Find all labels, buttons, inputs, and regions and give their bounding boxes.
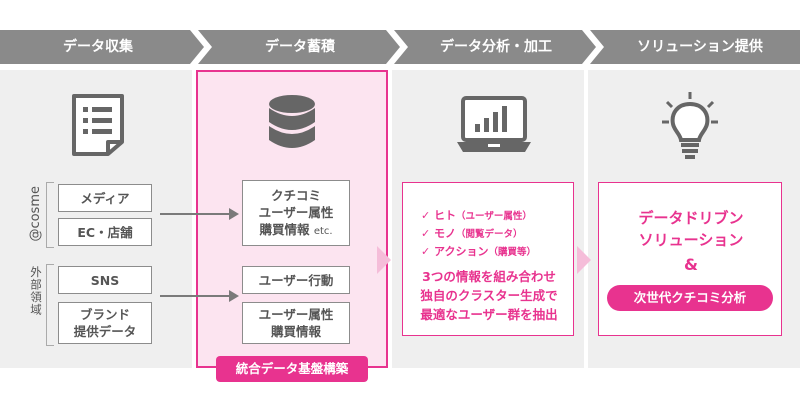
step-chevron-4: [590, 30, 800, 64]
cosme-label: @cosme: [28, 186, 43, 242]
check-action-sub: （購買等）: [488, 247, 537, 258]
solution-box: データドリブン ソリューション & 次世代クチコミ分析: [598, 182, 782, 336]
laptop-chart-icon: [457, 96, 531, 152]
step-label-store: データ蓄積: [265, 39, 335, 55]
document-list-icon: [72, 94, 124, 156]
step-chevron-3: [394, 30, 596, 64]
check-action-main: ✓ アクション: [421, 245, 489, 258]
check-product: ✓ モノ（閲覧データ）: [421, 225, 536, 243]
source-sns: SNS: [58, 266, 152, 294]
platform-badge: 統合データ基盤構築: [216, 356, 368, 382]
database-icon: [269, 95, 315, 148]
chevron-shapes: [0, 30, 800, 64]
cosme-bracket: [46, 182, 54, 248]
storage-line-purchase: 購買情報: [259, 221, 310, 237]
solution-title-2: ソリューション: [638, 231, 744, 249]
step-chevron-1: [0, 30, 204, 64]
external-label: 外部領域: [29, 266, 43, 316]
source-media: メディア: [58, 184, 152, 212]
arrow-head-external: [229, 290, 239, 302]
check-person: ✓ ヒト（ユーザー属性）: [421, 207, 536, 225]
check-action: ✓ アクション（購買等）: [421, 243, 536, 261]
source-ec-store: EC・店舗: [58, 218, 152, 246]
storage-line-purchase-2: 購買情報: [270, 324, 321, 339]
check-person-sub: （ユーザー属性）: [456, 211, 532, 222]
analysis-checks: ✓ ヒト（ユーザー属性） ✓ モノ（閲覧データ） ✓ アクション（購買等）: [421, 207, 536, 261]
storage-line-purchase-wrap: 購買情報 etc.: [259, 221, 332, 240]
external-bracket: [46, 264, 54, 346]
brand-data-text: ブランド 提供データ: [73, 307, 137, 339]
solution-title-1: データドリブン: [638, 209, 744, 227]
step-chevron-2: [198, 30, 400, 64]
lightbulb-icon: [662, 92, 718, 159]
solution-badge: 次世代クチコミ分析: [607, 285, 773, 311]
step-label-collect: データ収集: [63, 39, 133, 55]
solution-ampersand: &: [684, 255, 698, 274]
check-product-sub: （閲覧データ）: [456, 229, 523, 240]
storage-box-attributes-purchase: ユーザー属性 購買情報: [242, 302, 350, 344]
step-label-analyze: データ分析・加工: [440, 39, 552, 55]
storage-box-reviews: クチコミ ユーザー属性 購買情報 etc.: [242, 180, 350, 246]
storage-etc: etc.: [313, 225, 333, 237]
analysis-description: 3つの情報を組み合わせ 独自のクラスター生成で 最適なユーザー群を抽出: [403, 267, 575, 324]
solution-title: データドリブン ソリューション: [599, 207, 783, 251]
storage-line-attributes: ユーザー属性: [258, 204, 334, 220]
flow-chevron-1: [377, 246, 391, 274]
arrow-head-cosme: [229, 208, 239, 220]
storage-box-behavior: ユーザー行動: [242, 266, 350, 294]
analysis-box: ✓ ヒト（ユーザー属性） ✓ モノ（閲覧データ） ✓ アクション（購買等） 3つ…: [402, 182, 574, 336]
analysis-desc-3: 最適なユーザー群を抽出: [420, 307, 558, 322]
analysis-desc-2: 独自のクラスター生成で: [420, 288, 558, 303]
arrow-line-cosme: [160, 213, 230, 215]
analysis-desc-1: 3つの情報を組み合わせ: [422, 269, 556, 284]
arrow-line-external: [160, 295, 230, 297]
check-product-main: ✓ モノ: [421, 227, 457, 240]
process-steps-bar: データ収集 データ蓄積 データ分析・加工 ソリューション提供: [0, 30, 800, 64]
storage-line-attributes-2: ユーザー属性: [258, 307, 334, 322]
step-label-solution: ソリューション提供: [637, 39, 763, 55]
source-brand-data: ブランド 提供データ: [58, 302, 152, 344]
check-person-main: ✓ ヒト: [421, 209, 457, 222]
flow-chevron-2: [577, 246, 591, 274]
storage-line-reviews: クチコミ: [270, 187, 321, 203]
